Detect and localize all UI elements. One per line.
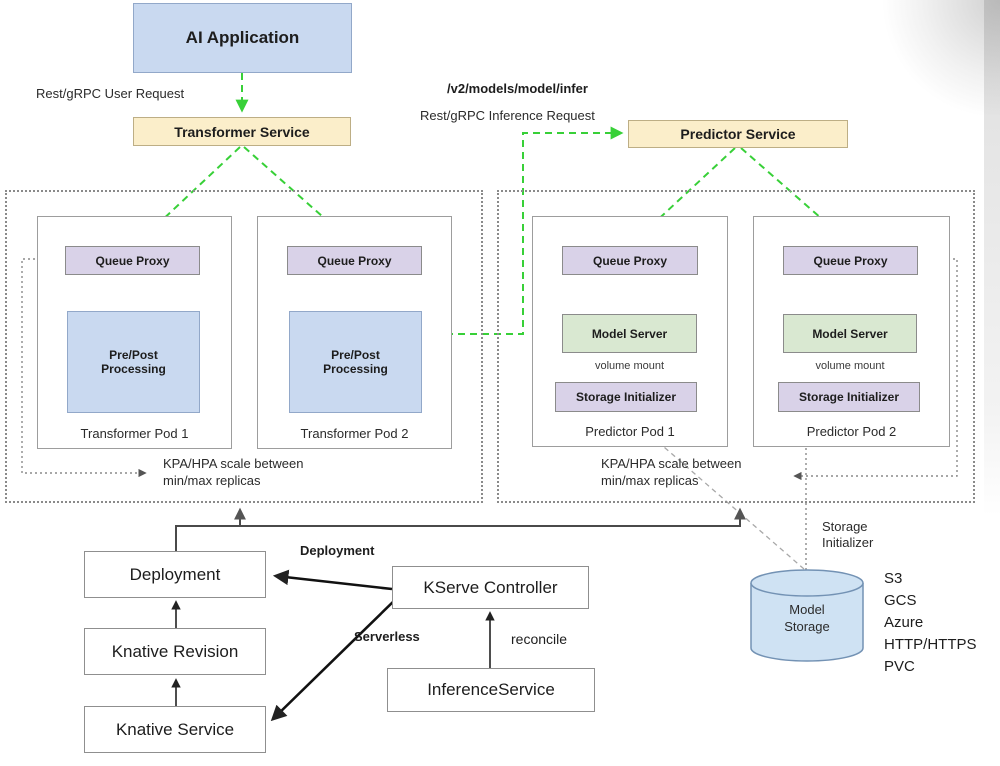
storage-initializer-note-line2: Initializer xyxy=(822,535,874,550)
kpa-scale-line1: KPA/HPA scale between xyxy=(601,456,742,471)
rounded-corner-shadow xyxy=(870,0,1000,115)
knative-revision-node: Knative Revision xyxy=(84,628,266,675)
storage-initializer-node: Storage Initializer xyxy=(778,382,920,412)
knative-revision-label: Knative Revision xyxy=(111,641,239,661)
storage-initializer-label: Storage Initializer xyxy=(798,390,900,404)
inference-service-node: InferenceService xyxy=(387,668,595,712)
deployment-label: Deployment xyxy=(129,564,221,584)
predictor-deployment-group xyxy=(497,190,975,503)
queue-proxy-node: Queue Proxy xyxy=(783,246,918,275)
model-server-label: Model Server xyxy=(812,326,888,341)
queue-proxy-node: Queue Proxy xyxy=(65,246,200,275)
storage-initializer-label: Storage Initializer xyxy=(575,390,677,404)
inference-request-label: Rest/gRPC Inference Request xyxy=(420,108,595,123)
volume-mount-label: volume mount xyxy=(594,360,665,372)
storage-type-item: PVC xyxy=(884,658,915,675)
kserve-controller-node: KServe Controller xyxy=(392,566,589,609)
page-edge-shading xyxy=(984,0,1000,516)
model-server-node: Model Server xyxy=(783,314,917,353)
transformer-service-label: Transformer Service xyxy=(174,123,310,140)
kpa-scale-line1: KPA/HPA scale between xyxy=(163,456,304,471)
predictor-service-node: Predictor Service xyxy=(628,120,848,148)
model-server-label: Model Server xyxy=(591,326,668,341)
kpa-scale-note-right: KPA/HPA scale between min/max replicas xyxy=(601,455,791,489)
ai-application-label: AI Application xyxy=(185,28,300,47)
inference-service-label: InferenceService xyxy=(427,680,555,699)
queue-proxy-node: Queue Proxy xyxy=(562,246,698,275)
storage-type-item: Azure xyxy=(884,614,924,631)
knative-service-label: Knative Service xyxy=(115,719,235,739)
storage-type-item: HTTP/HTTPS xyxy=(884,636,977,653)
prepost-processing-node: Pre/Post Processing xyxy=(289,311,422,413)
storage-types-list: S3 GCS Azure HTTP/HTTPS PVC xyxy=(884,568,977,678)
queue-proxy-label: Queue Proxy xyxy=(95,253,170,268)
infer-path-label: /v2/models/model/infer xyxy=(447,81,588,96)
kserve-controller-label: KServe Controller xyxy=(423,577,558,597)
ai-application-node: AI Application xyxy=(133,3,352,73)
predictor-pod-1-label: Predictor Pod 1 xyxy=(585,424,675,439)
user-request-label: Rest/gRPC User Request xyxy=(36,86,185,101)
storage-initializer-node: Storage Initializer xyxy=(555,382,697,412)
storage-initializer-note: Storage Initializer xyxy=(822,519,873,551)
prepost-processing-node: Pre/Post Processing xyxy=(67,311,200,413)
kpa-scale-note-left: KPA/HPA scale between min/max replicas xyxy=(163,455,353,489)
transformer-pod-1-label: Transformer Pod 1 xyxy=(80,426,189,441)
prepost-processing-label: Pre/Post Processing xyxy=(101,348,166,376)
predictor-service-label: Predictor Service xyxy=(680,126,796,142)
model-server-node: Model Server xyxy=(562,314,697,353)
queue-proxy-label: Queue Proxy xyxy=(813,253,888,268)
reconcile-edge-label: reconcile xyxy=(511,631,568,647)
knative-service-node: Knative Service xyxy=(84,706,266,753)
kpa-scale-line2: min/max replicas xyxy=(601,473,699,488)
transformer-pod-2-label: Transformer Pod 2 xyxy=(300,426,409,441)
prepost-processing-label: Pre/Post Processing xyxy=(323,348,388,376)
model-storage-label: Model Storage xyxy=(784,602,830,634)
predictor-pod-2-label: Predictor Pod 2 xyxy=(806,424,897,439)
queue-proxy-label: Queue Proxy xyxy=(592,253,668,268)
deployment-edge-label: Deployment xyxy=(300,543,375,558)
transformer-deployment-group xyxy=(5,190,483,503)
serverless-edge-label: Serverless xyxy=(354,629,420,644)
storage-initializer-note-line1: Storage xyxy=(822,519,868,534)
storage-type-item: S3 xyxy=(884,570,903,587)
queue-proxy-label: Queue Proxy xyxy=(317,253,392,268)
storage-type-item: GCS xyxy=(884,592,917,609)
kpa-scale-line2: min/max replicas xyxy=(163,473,261,488)
transformer-service-node: Transformer Service xyxy=(133,117,351,146)
volume-mount-label: volume mount xyxy=(815,360,885,372)
queue-proxy-node: Queue Proxy xyxy=(287,246,422,275)
deployment-node: Deployment xyxy=(84,551,266,598)
